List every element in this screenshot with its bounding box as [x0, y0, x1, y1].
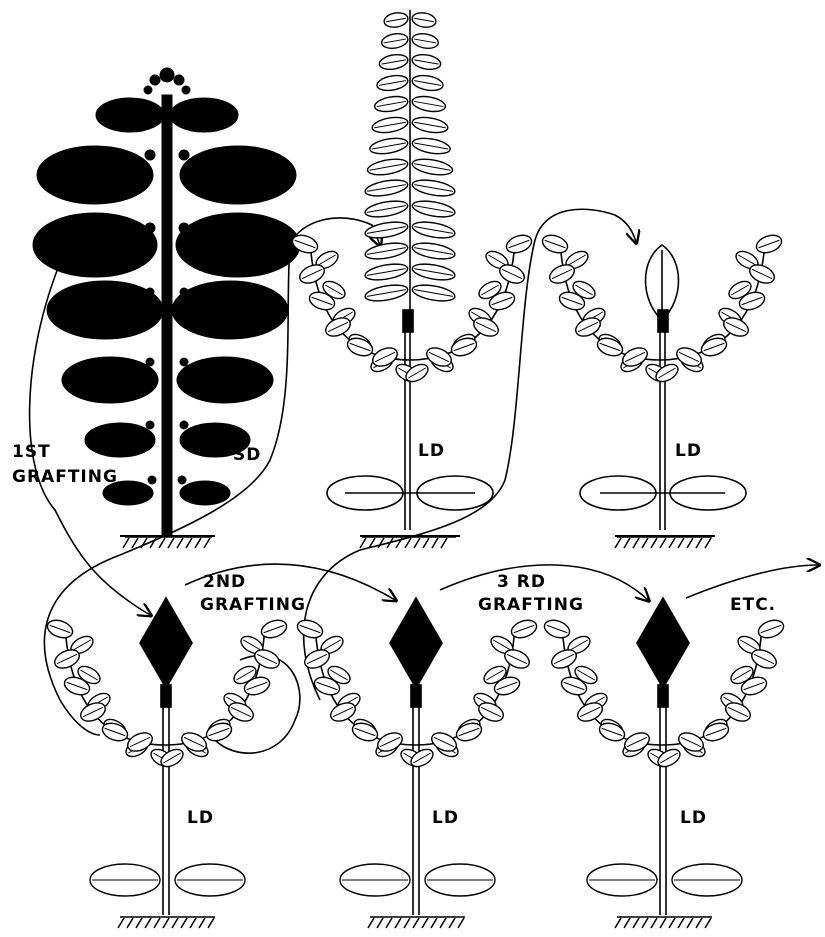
spike-leaf [364, 240, 409, 261]
base-leaf [340, 864, 410, 896]
sd-label: SD [233, 445, 261, 465]
ground-hatch-bottom-1 [118, 917, 215, 928]
base-leaf [425, 864, 495, 896]
spike-leaf [364, 198, 409, 219]
spike-leaf [369, 136, 409, 156]
base-leaf [587, 864, 657, 896]
ground-hatch-top-2 [615, 537, 712, 548]
ld-plant-top-2 [560, 240, 765, 536]
top2-branch-leaf [540, 232, 570, 256]
spike-leaf [373, 94, 409, 114]
grafted-scion-diamond [390, 598, 442, 688]
grafted-scion-diamond [140, 598, 192, 688]
spike-leaf [411, 177, 456, 198]
ld-plant-bottom-3 [542, 598, 786, 915]
spike-leaf [411, 73, 444, 92]
base-leaf [672, 864, 742, 896]
spike-leaf [411, 136, 451, 156]
spike-leaf [371, 115, 409, 135]
ground-hatch-sd [123, 537, 212, 548]
spike-leaf [381, 32, 409, 50]
ld-plant-bottom-2 [295, 598, 539, 915]
ld-label-bottom-1: LD [187, 808, 214, 828]
ld-label-top-1: LD [418, 441, 445, 461]
spike-leaf [376, 73, 409, 92]
first-grafting-label-line1: 1ST [12, 442, 51, 462]
spike-leaf [411, 282, 456, 303]
spike-leaf [411, 53, 442, 72]
top1-branch-leaf [504, 232, 534, 256]
ld-plant-bottom-1 [45, 598, 289, 915]
base-leaf [175, 864, 245, 896]
spike-leaf [366, 157, 409, 178]
spike-leaf [364, 219, 409, 240]
first-grafting-label-line2: GRAFTING [12, 467, 118, 487]
branch-leaf [295, 617, 325, 641]
branch-leaf [45, 617, 75, 641]
etc-arrow [686, 565, 818, 598]
bottom-row-plants [45, 598, 786, 915]
spike-leaf [411, 115, 449, 135]
spike-leaf [411, 94, 447, 114]
spike-leaf [411, 240, 456, 261]
third-grafting-label-line1: 3 RD [497, 572, 546, 592]
grafted-scion-diamond [637, 598, 689, 688]
spike-leaf [411, 261, 456, 282]
ld-label-bottom-2: LD [432, 808, 459, 828]
spike-leaf [411, 219, 456, 240]
spike-leaf [364, 261, 409, 282]
spike-leaf [378, 53, 409, 72]
ld-plant-top-1-leaves [290, 232, 534, 385]
spike-leaf [411, 157, 454, 178]
spike-leaf [411, 11, 437, 29]
ground-hatch-bottom-3 [615, 917, 712, 928]
second-grafting-label-line2: GRAFTING [200, 595, 306, 615]
ld-label-top-2: LD [675, 441, 702, 461]
spike-leaf [364, 177, 409, 198]
spike-leaf [383, 11, 409, 29]
ld-plant-top-1 [310, 10, 515, 536]
branch-leaf [542, 617, 572, 641]
ld-label-bottom-3: LD [680, 808, 707, 828]
spike-leaf [364, 282, 409, 303]
spike-leaf [411, 32, 439, 50]
spike-leaf [411, 198, 456, 219]
ground-hatch-bottom-2 [368, 917, 465, 928]
third-grafting-label-line2: GRAFTING [478, 595, 584, 615]
top2-branch-leaf [754, 232, 784, 256]
second-grafting-label-line1: 2ND [203, 572, 246, 592]
base-leaf [90, 864, 160, 896]
etc-label: ETC. [730, 595, 776, 615]
sd-donor-plant [33, 68, 300, 536]
